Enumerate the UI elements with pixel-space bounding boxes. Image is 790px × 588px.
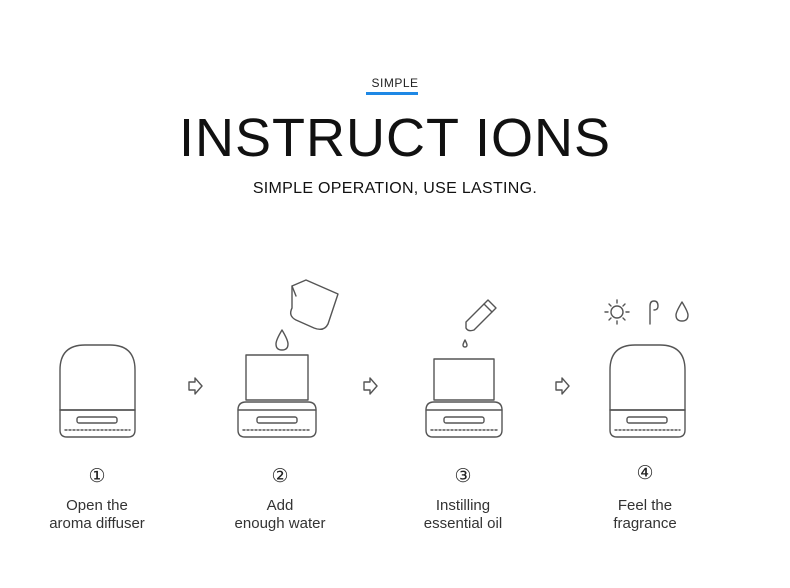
section-tag: SIMPLE <box>371 76 419 90</box>
tag-underline <box>366 92 418 95</box>
diffuser-closed-icon <box>59 344 136 438</box>
instructions-illustration <box>59 279 689 438</box>
step-2-number: ② <box>271 466 289 487</box>
arrow-right-icon <box>363 377 378 395</box>
fragrance-icon <box>604 299 689 438</box>
step-4-label: Feel the fragrance <box>613 497 677 532</box>
page-subtitle: SIMPLE OPERATION, USE LASTING. <box>252 180 538 197</box>
step-4-number: ④ <box>636 463 654 484</box>
step-1-label: Open the aroma diffuser <box>49 497 145 532</box>
step-1-number: ① <box>88 466 106 487</box>
essential-oil-icon <box>425 299 503 438</box>
arrow-right-icon <box>188 377 203 395</box>
step-3-label: Instilling essential oil <box>423 497 503 532</box>
arrow-right-icon <box>555 377 570 395</box>
step-3-number: ③ <box>454 466 472 487</box>
add-water-icon <box>237 279 339 438</box>
step-2-label: Add enough water <box>234 497 326 532</box>
page-title: INSTRUCT IONS <box>178 108 612 168</box>
